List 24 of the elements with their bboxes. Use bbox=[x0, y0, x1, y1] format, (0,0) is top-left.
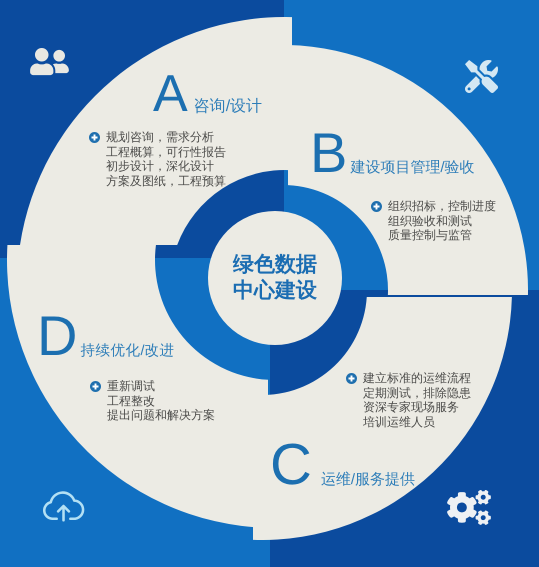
bullet-text: 重新调试 bbox=[107, 379, 156, 394]
segment-letter: D bbox=[37, 308, 78, 364]
segment-title: 建设项目管理/验收 bbox=[350, 159, 475, 177]
bullet-text: 组织验收和测试 bbox=[388, 214, 473, 228]
segment-letter: C bbox=[270, 436, 312, 494]
bullet-text: 初步设计，深化设计 bbox=[106, 159, 215, 174]
bullet-text: 规划咨询，需求分析 bbox=[106, 130, 215, 144]
bullet-text: 工程整改 bbox=[107, 394, 156, 408]
segment-title: 持续优化/改进 bbox=[80, 343, 174, 360]
bullet-text: 提出问题和解决方案 bbox=[107, 408, 215, 422]
segment-title: 运维/服务提供 bbox=[320, 471, 416, 489]
bullet-text: 质量控制与监管 bbox=[388, 228, 473, 242]
segment-title: 咨询/设计 bbox=[194, 97, 262, 116]
bullet-text: 组织招标，控制进度 bbox=[388, 199, 496, 214]
bullet-text: 建立标准的运维流程 bbox=[363, 371, 471, 386]
bullet-text: 工程概算，可行性报告 bbox=[106, 144, 226, 159]
segment-letter: A bbox=[153, 68, 188, 120]
segment-letter: B bbox=[310, 125, 348, 181]
center-label: 绿色数据中心建设 bbox=[232, 252, 318, 304]
bullet-text: 培训运维人员 bbox=[363, 414, 436, 429]
bullet-text: 方案及图纸，工程预算 bbox=[106, 174, 226, 188]
ring-segment bbox=[20, 17, 292, 245]
bullet-text: 定期测试，排除隐患 bbox=[363, 386, 471, 400]
bullet-text: 资深专家现场服务 bbox=[363, 400, 460, 414]
